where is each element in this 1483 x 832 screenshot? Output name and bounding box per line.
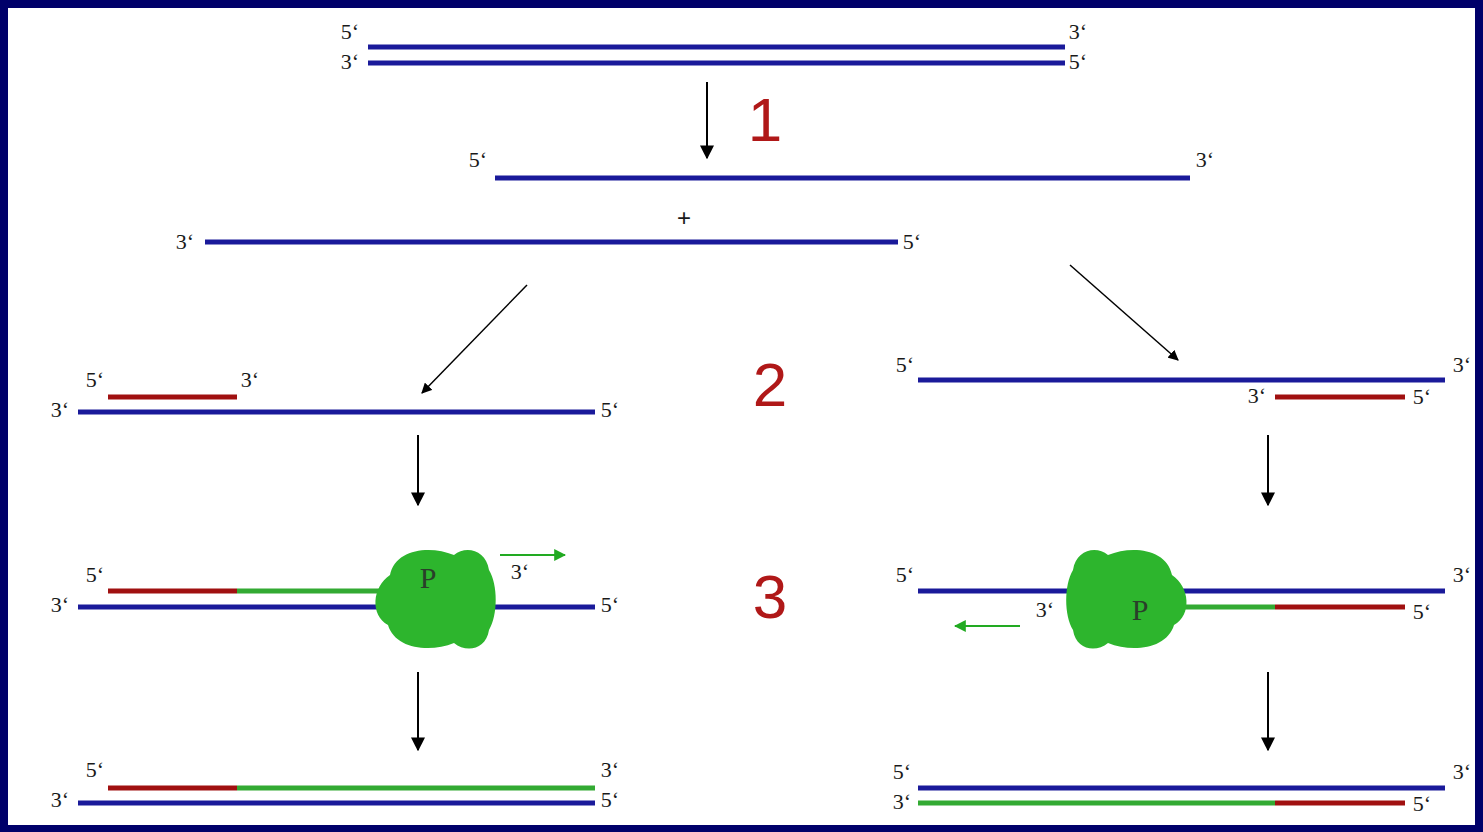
strand-end-label: 5‘ bbox=[1069, 51, 1087, 73]
white-panel bbox=[8, 8, 1475, 825]
strand-end-label: 5‘ bbox=[601, 789, 619, 811]
strand-end-label: 5‘ bbox=[341, 21, 359, 43]
strand-end-label: 5‘ bbox=[86, 759, 104, 781]
strand-end-label: 3‘ bbox=[1036, 599, 1054, 621]
strand-end-label: 5‘ bbox=[1413, 793, 1431, 815]
strand-end-label: 5‘ bbox=[896, 354, 914, 376]
polymerase-blob: P bbox=[370, 545, 498, 653]
polymerase-label: P bbox=[420, 563, 437, 593]
strand-end-label: 3‘ bbox=[176, 231, 194, 253]
polymerase-shape bbox=[370, 545, 498, 653]
strand-end-label: 5‘ bbox=[1413, 386, 1431, 408]
strand-end-label: 3‘ bbox=[1248, 385, 1266, 407]
strand-end-label: 5‘ bbox=[903, 231, 921, 253]
step-number: 2 bbox=[753, 354, 787, 416]
strand-end-label: 5‘ bbox=[896, 564, 914, 586]
strand-end-label: 3‘ bbox=[341, 51, 359, 73]
strand-end-label: 3‘ bbox=[1453, 354, 1471, 376]
strand-end-label: 3‘ bbox=[601, 759, 619, 781]
strand-end-label: 3‘ bbox=[1069, 21, 1087, 43]
polymerase-label: P bbox=[1132, 595, 1149, 625]
polymerase-shape bbox=[1064, 545, 1192, 653]
strand-end-label: 3‘ bbox=[51, 594, 69, 616]
strand-end-label: 5‘ bbox=[1413, 601, 1431, 623]
step-number: 3 bbox=[753, 566, 787, 628]
strand-end-label: 5‘ bbox=[601, 399, 619, 421]
polymerase-blob: P bbox=[1064, 545, 1192, 653]
strand-end-label: 3‘ bbox=[1196, 149, 1214, 171]
plus-sign: + bbox=[677, 206, 691, 230]
strand-end-label: 3‘ bbox=[51, 399, 69, 421]
strand-end-label: 3‘ bbox=[51, 789, 69, 811]
strand-end-label: 5‘ bbox=[86, 564, 104, 586]
strand-end-label: 5‘ bbox=[893, 761, 911, 783]
strand-end-label: 3‘ bbox=[241, 369, 259, 391]
step-number: 1 bbox=[748, 89, 782, 151]
strand-end-label: 5‘ bbox=[86, 369, 104, 391]
strand-end-label: 3‘ bbox=[1453, 564, 1471, 586]
strand-end-label: 5‘ bbox=[601, 594, 619, 616]
strand-end-label: 3‘ bbox=[511, 561, 529, 583]
strand-end-label: 5‘ bbox=[469, 149, 487, 171]
strand-end-label: 3‘ bbox=[1453, 761, 1471, 783]
strand-end-label: 3‘ bbox=[893, 791, 911, 813]
